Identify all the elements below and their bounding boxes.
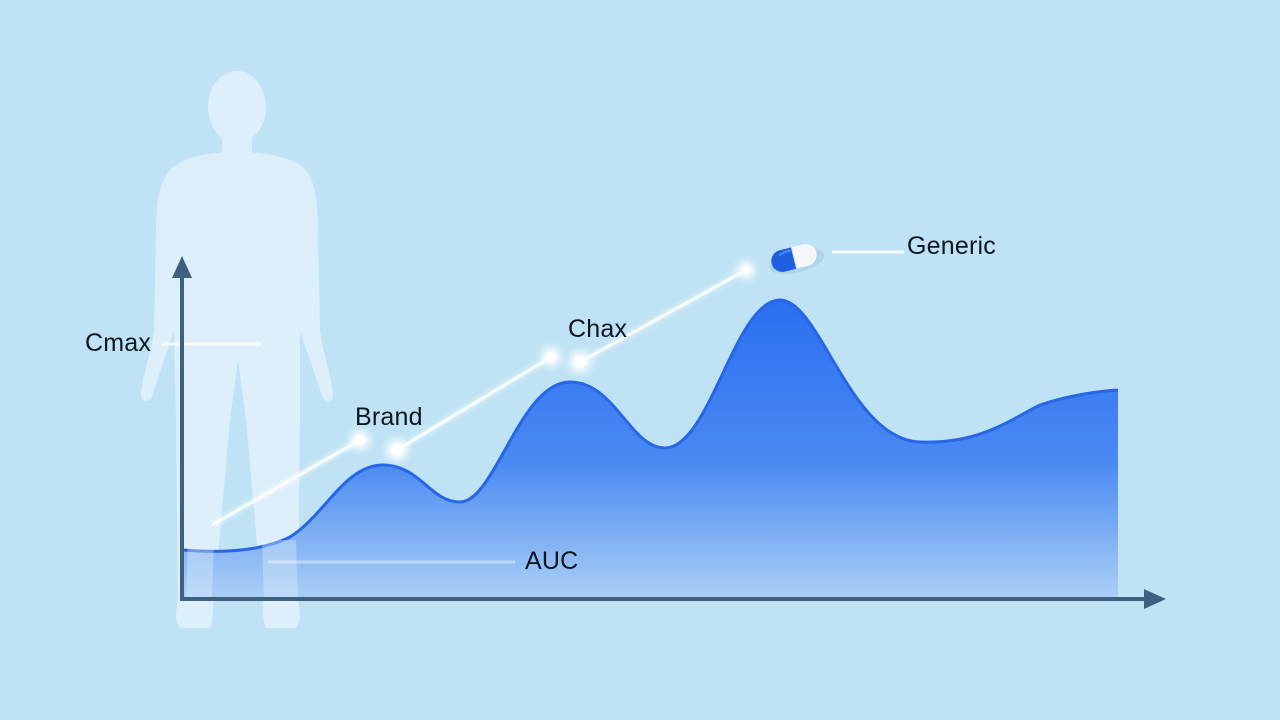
capsule-pill-icon	[769, 244, 825, 275]
person-silhouette-icon	[140, 71, 334, 628]
y-axis	[172, 256, 192, 601]
trend-line	[211, 268, 747, 527]
person-legs-overlay	[186, 540, 298, 600]
auc-label: AUC	[525, 547, 579, 575]
chax-label: Chax	[568, 315, 628, 343]
trend-points	[350, 261, 755, 461]
x-axis	[180, 589, 1166, 609]
generic-label: Generic	[907, 232, 996, 260]
concentration-area	[184, 300, 1118, 598]
brand-label: Brand	[355, 403, 423, 431]
concentration-curve	[183, 298, 1119, 553]
cmax-label: Cmax	[85, 329, 152, 357]
